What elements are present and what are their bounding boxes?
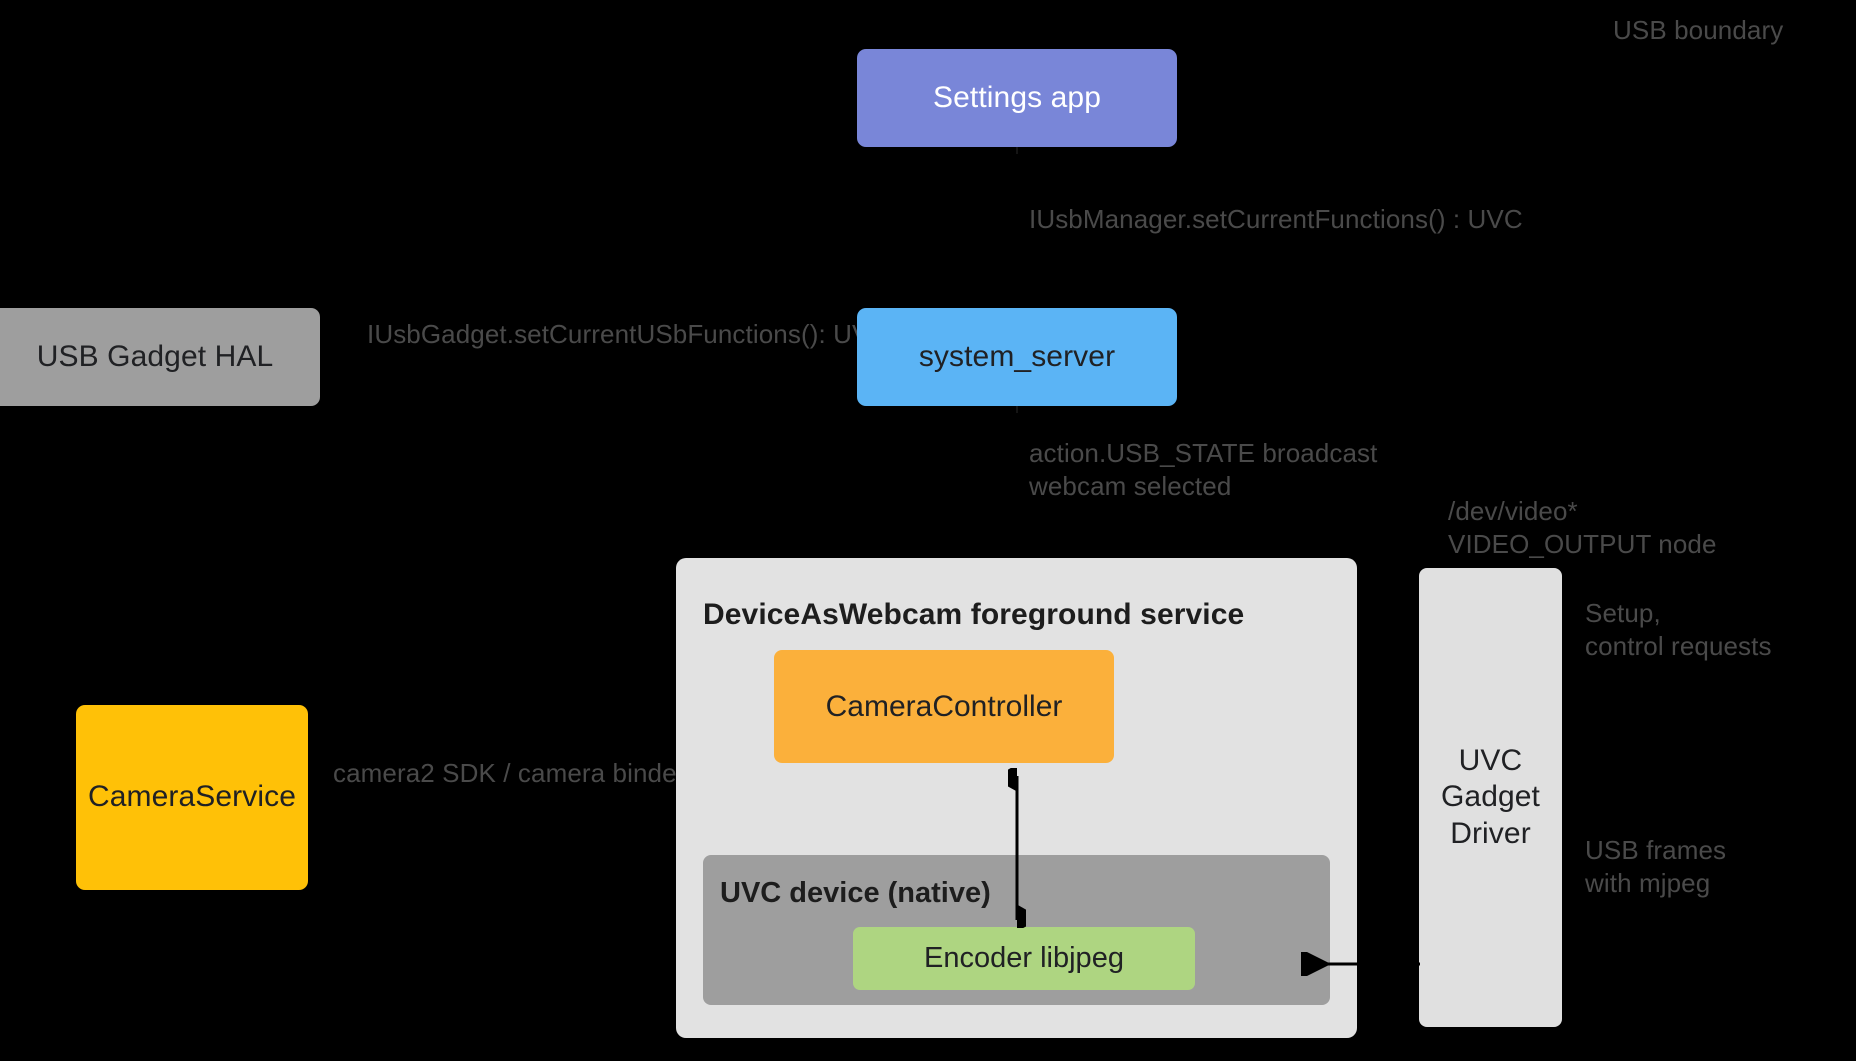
node-settings-app[interactable]: Settings app — [857, 49, 1177, 147]
caption-usb-frames-with-mjpeg: USB frames with mjpeg — [1585, 835, 1727, 899]
caption-iusbgadget-setcurrentusbfunctions: IUsbGadget.setCurrentUSbFunctions(): UVC — [367, 319, 889, 349]
panel-title-deviceaswebcam: DeviceAsWebcam foreground service — [703, 598, 1245, 631]
node-usb-gadget-hal[interactable]: USB Gadget HAL — [0, 308, 320, 406]
connector-settings-to-system-server — [1016, 147, 1018, 154]
node-camera-controller[interactable]: CameraController — [774, 650, 1114, 763]
connector-system-server-to-service — [1016, 406, 1018, 413]
node-encoder-libjpeg[interactable]: Encoder libjpeg — [853, 927, 1195, 990]
arrow-usb-frames-to-encoder — [1301, 952, 1420, 976]
panel-uvc-device-native: UVC device (native) Encoder libjpeg — [703, 855, 1330, 1005]
caption-iusbmanager-setcurrentfunctions: IUsbManager.setCurrentFunctions() : UVC — [1029, 204, 1523, 234]
arrow-camera-buffers-bidirectional — [1008, 768, 1026, 928]
caption-camera2-sdk-camera-binder: camera2 SDK / camera binder — [333, 758, 686, 788]
node-camera-service[interactable]: CameraService — [76, 705, 308, 890]
caption-dev-video-node: /dev/video* VIDEO_OUTPUT node — [1448, 496, 1717, 560]
caption-usb-state-broadcast: action.USB_STATE broadcast webcam select… — [1029, 438, 1378, 502]
node-system-server[interactable]: system_server — [857, 308, 1177, 406]
panel-title-uvc-device: UVC device (native) — [720, 877, 991, 909]
caption-usb-boundary: USB boundary — [1613, 15, 1784, 45]
caption-setup-control-requests: Setup, control requests — [1585, 598, 1772, 662]
panel-deviceaswebcam-foreground-service: DeviceAsWebcam foreground service Camera… — [676, 558, 1357, 1038]
node-uvc-gadget-driver[interactable]: UVC Gadget Driver — [1419, 568, 1562, 1027]
